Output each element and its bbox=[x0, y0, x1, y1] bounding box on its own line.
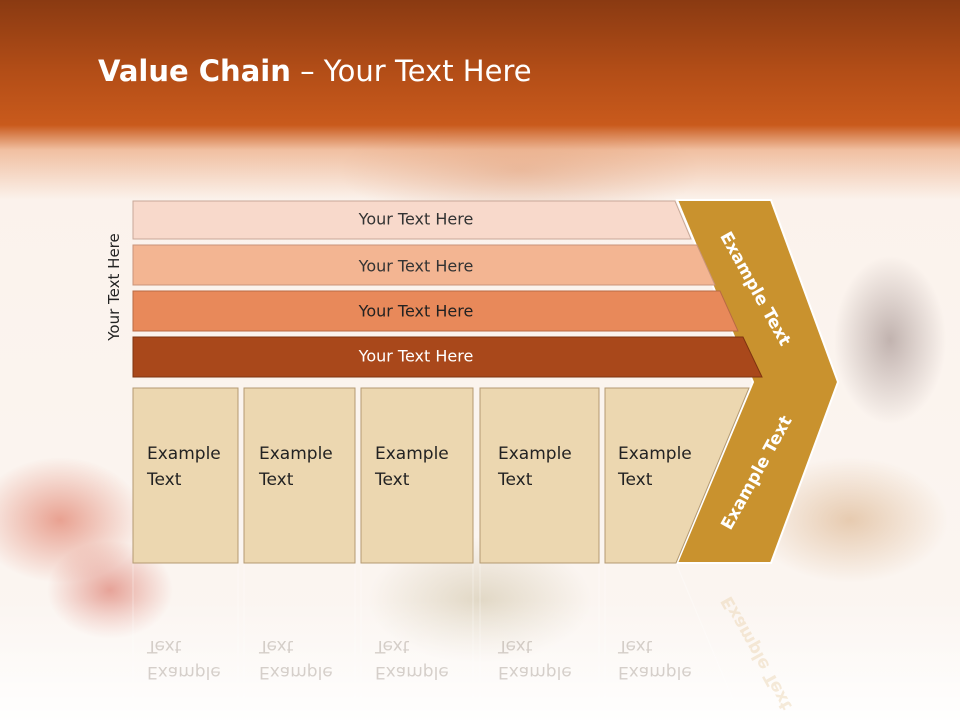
box-3-line1: Example bbox=[375, 444, 449, 464]
box-5-shape bbox=[604, 387, 750, 564]
band-3-label: Your Text Here bbox=[358, 302, 474, 321]
box-1[interactable]: Example Text bbox=[132, 387, 239, 564]
box-5[interactable]: Example Text bbox=[604, 387, 750, 564]
background-fade bbox=[0, 600, 960, 720]
reflection-box-2-line2: Text bbox=[258, 636, 294, 656]
reflection-box-3-line2: Text bbox=[374, 636, 410, 656]
box-2-line1: Example bbox=[259, 444, 333, 464]
reflection-box-1: Example Text bbox=[132, 562, 239, 720]
reflection-box-3-line1: Example bbox=[375, 662, 449, 682]
box-4-shape bbox=[479, 387, 600, 564]
box-1-line2: Text bbox=[146, 470, 182, 490]
box-3-shape bbox=[360, 387, 474, 564]
box-4-line2: Text bbox=[497, 470, 533, 490]
reflection-box-5-line2: Text bbox=[617, 636, 653, 656]
slide-title: Value Chain – Your Text Here bbox=[98, 54, 532, 88]
reflection-box-5: Example Text bbox=[604, 562, 743, 720]
reflection-box-2: Example Text bbox=[243, 562, 356, 720]
band-2-label: Your Text Here bbox=[358, 257, 474, 276]
band-2-shape bbox=[132, 244, 716, 286]
band-2[interactable]: Your Text Here bbox=[132, 244, 716, 286]
reflection-box-1-line1: Example bbox=[147, 662, 221, 682]
box-1-line1: Example bbox=[147, 444, 221, 464]
title-rest: – Your Text Here bbox=[290, 54, 532, 88]
box-5-line2: Text bbox=[617, 470, 653, 490]
band-4-label: Your Text Here bbox=[358, 347, 474, 366]
band-3[interactable]: Your Text Here bbox=[132, 290, 739, 332]
band-3-shape bbox=[132, 290, 739, 332]
box-2-shape bbox=[243, 387, 356, 564]
band-4[interactable]: Your Text Here bbox=[132, 336, 763, 378]
band-1-label: Your Text Here bbox=[358, 210, 474, 229]
reflection-box-4: Example Text bbox=[479, 562, 600, 720]
title-bold: Value Chain bbox=[98, 54, 291, 88]
band-4-shape bbox=[132, 336, 763, 378]
box-2-line2: Text bbox=[258, 470, 294, 490]
reflection-box-3: Example Text bbox=[360, 562, 474, 720]
band-1[interactable]: Your Text Here bbox=[132, 200, 692, 240]
box-5-line1: Example bbox=[618, 444, 692, 464]
reflection-boxes: Example Text Example Text Example Text E… bbox=[132, 562, 743, 720]
support-bands: Your Text Here Your Text Here Your Text … bbox=[132, 200, 763, 378]
header-bar bbox=[0, 0, 960, 200]
box-3-line2: Text bbox=[374, 470, 410, 490]
reflection-box-4-line1: Example bbox=[498, 662, 572, 682]
side-label: Your Text Here bbox=[105, 233, 123, 341]
reflection-box-1-line2: Text bbox=[146, 636, 182, 656]
reflection-box-4-line2: Text bbox=[497, 636, 533, 656]
reflection-box-2-line1: Example bbox=[259, 662, 333, 682]
box-1-shape bbox=[132, 387, 239, 564]
band-1-shape bbox=[132, 200, 692, 240]
reflection-mirror: Example Text Example Text Example Text E… bbox=[132, 562, 797, 720]
primary-activity-boxes: Example Text Example Text Example Text E… bbox=[132, 387, 750, 564]
reflection-arrow-label: Example Text bbox=[717, 593, 796, 714]
box-4[interactable]: Example Text bbox=[479, 387, 600, 564]
box-4-line1: Example bbox=[498, 444, 572, 464]
box-2[interactable]: Example Text bbox=[243, 387, 356, 564]
reflection-box-5-line1: Example bbox=[618, 662, 692, 682]
reflection: Example Text Example Text Example Text E… bbox=[132, 562, 797, 720]
box-3[interactable]: Example Text bbox=[360, 387, 474, 564]
